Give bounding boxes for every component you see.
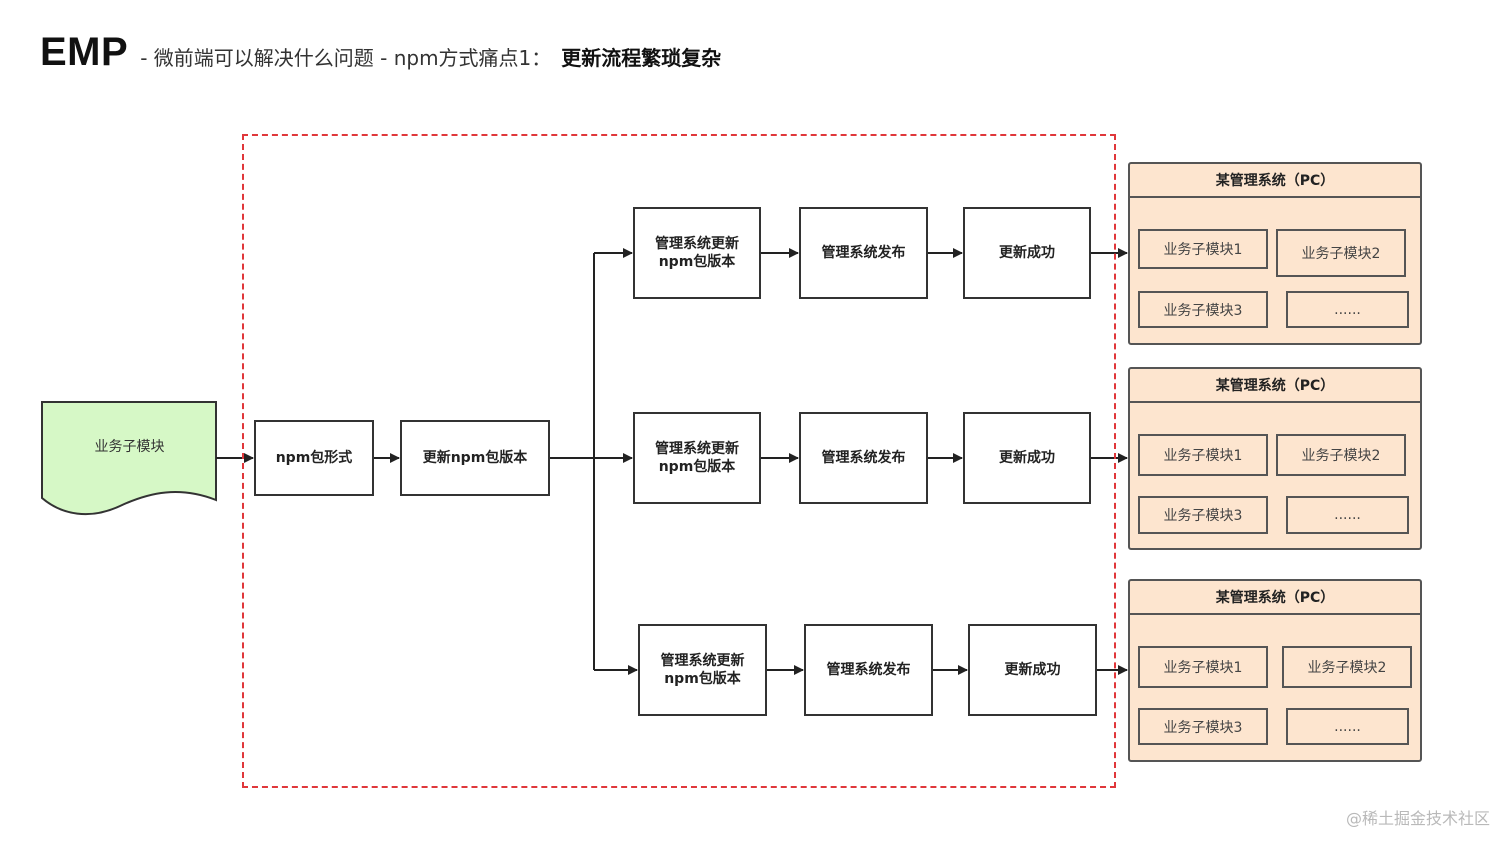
subtitle-emphasis: 更新流程繁琐复杂 — [561, 46, 722, 70]
system-2-title: 某管理系统（PC） — [1130, 369, 1420, 403]
row2-update-line2: npm包版本 — [658, 459, 736, 475]
npm-flow-boundary — [242, 134, 1116, 788]
row1-success-box: 更新成功 — [963, 207, 1091, 299]
row3-success-box: 更新成功 — [968, 624, 1097, 716]
system-3-title: 某管理系统（PC） — [1130, 581, 1420, 615]
row1-update-line2: npm包版本 — [658, 254, 736, 270]
page-header: EMP - 微前端可以解决什么问题 - npm方式痛点1： 更新流程繁琐复杂 — [40, 30, 721, 80]
brand-title: EMP — [40, 30, 129, 74]
system-2-module-2: 业务子模块2 — [1276, 434, 1406, 476]
system-3-module-1: 业务子模块1 — [1138, 646, 1268, 688]
update-npm-version-label: 更新npm包版本 — [422, 450, 528, 466]
system-2-module-1: 业务子模块1 — [1138, 434, 1268, 476]
system-3-module-more: ...... — [1286, 708, 1409, 745]
system-1-module-more: ...... — [1286, 291, 1409, 328]
row2-publish-box: 管理系统发布 — [799, 412, 928, 504]
row3-update-line2: npm包版本 — [664, 671, 741, 687]
system-3-module-2: 业务子模块2 — [1282, 646, 1412, 688]
row2-success-box: 更新成功 — [963, 412, 1091, 504]
source-doc-shape — [41, 401, 217, 516]
row3-publish-box: 管理系统发布 — [804, 624, 933, 716]
update-npm-version-box: 更新npm包版本 — [400, 420, 550, 496]
row2-success-label: 更新成功 — [999, 450, 1055, 466]
system-2-module-more: ...... — [1286, 496, 1409, 534]
system-2-module-3: 业务子模块3 — [1138, 496, 1268, 534]
row1-publish-box: 管理系统发布 — [799, 207, 928, 299]
row3-publish-label: 管理系统发布 — [826, 662, 911, 678]
npm-package-box: npm包形式 — [254, 420, 374, 496]
row1-update-box: 管理系统更新 npm包版本 — [633, 207, 761, 299]
row2-publish-label: 管理系统发布 — [821, 450, 906, 466]
page-subtitle: - 微前端可以解决什么问题 - npm方式痛点1： 更新流程繁琐复杂 — [140, 42, 721, 71]
row1-success-label: 更新成功 — [999, 245, 1055, 261]
system-3-module-3: 业务子模块3 — [1138, 708, 1268, 745]
system-1-module-3: 业务子模块3 — [1138, 291, 1268, 328]
system-1-title: 某管理系统（PC） — [1130, 164, 1420, 198]
row3-update-line1: 管理系统更新 — [660, 653, 745, 669]
row2-update-line1: 管理系统更新 — [655, 441, 739, 457]
row1-publish-label: 管理系统发布 — [821, 245, 906, 261]
row3-success-label: 更新成功 — [1004, 662, 1061, 678]
system-1-module-1: 业务子模块1 — [1138, 229, 1268, 269]
row2-update-box: 管理系统更新 npm包版本 — [633, 412, 761, 504]
system-1-module-2: 业务子模块2 — [1276, 229, 1406, 277]
npm-package-label: npm包形式 — [275, 450, 353, 466]
row3-update-box: 管理系统更新 npm包版本 — [638, 624, 767, 716]
row1-update-line1: 管理系统更新 — [655, 236, 739, 252]
watermark: @稀土掘金技术社区 — [1345, 809, 1490, 828]
source-doc-label: 业务子模块 — [94, 439, 165, 455]
subtitle-text: - 微前端可以解决什么问题 - npm方式痛点1： — [140, 46, 552, 70]
